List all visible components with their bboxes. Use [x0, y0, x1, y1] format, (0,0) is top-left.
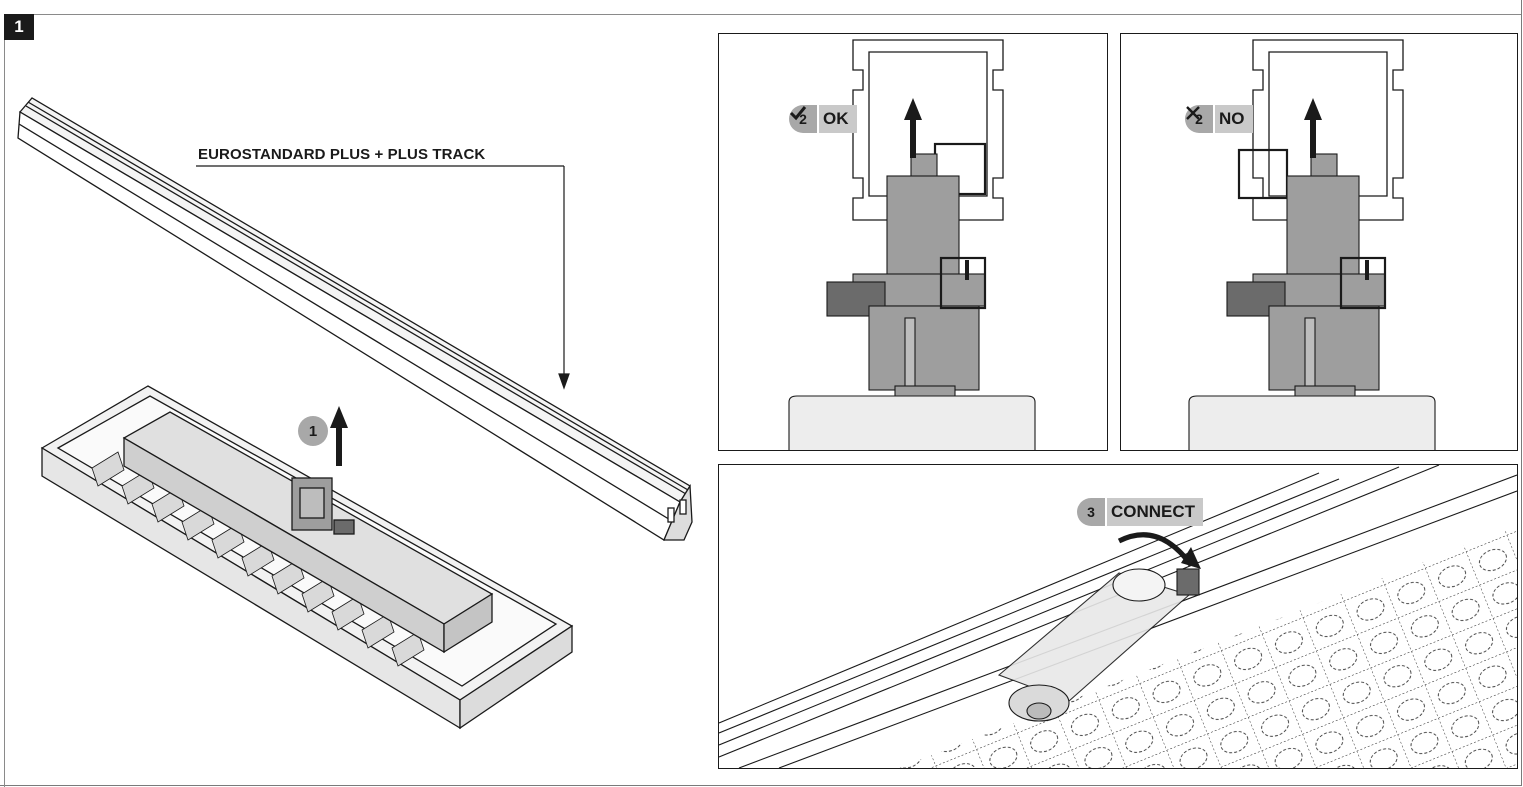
callout-ok-label-box: OK — [789, 105, 857, 133]
adapter-no-drawing — [1188, 39, 1436, 450]
callout-no-label-box: NO — [1186, 105, 1253, 133]
callout-ok: 2 OK — [789, 105, 857, 133]
callout-no-label: NO — [1219, 109, 1245, 128]
sheet-left-border — [4, 14, 5, 787]
label-leader — [196, 165, 570, 390]
callout-ok-label: OK — [823, 109, 849, 128]
callout-connect-label: CONNECT — [1105, 498, 1204, 526]
check-icon — [789, 106, 807, 121]
panel-no: 2 NO — [1120, 33, 1518, 451]
fixture-body — [40, 385, 574, 730]
cross-icon — [1186, 106, 1200, 120]
adapter-ok-drawing — [788, 39, 1036, 450]
sheet-top-border — [4, 14, 1521, 15]
track-label: EUROSTANDARD PLUS + PLUS TRACK — [198, 146, 486, 163]
panel-ok: 2 OK — [718, 33, 1108, 451]
callout-connect-number: 3 — [1077, 498, 1105, 526]
callout-no: 2 NO — [1185, 105, 1253, 133]
track-rail — [17, 97, 693, 541]
step-number-badge: 1 — [4, 14, 34, 40]
callout-connect: 3 CONNECT — [1077, 498, 1204, 526]
overview-drawing — [17, 97, 693, 730]
step1-badge: 1 — [298, 416, 328, 446]
lift-arrow — [330, 406, 348, 466]
connect-drawing — [719, 465, 1517, 768]
panel-connect: 3 CONNECT — [718, 464, 1518, 769]
